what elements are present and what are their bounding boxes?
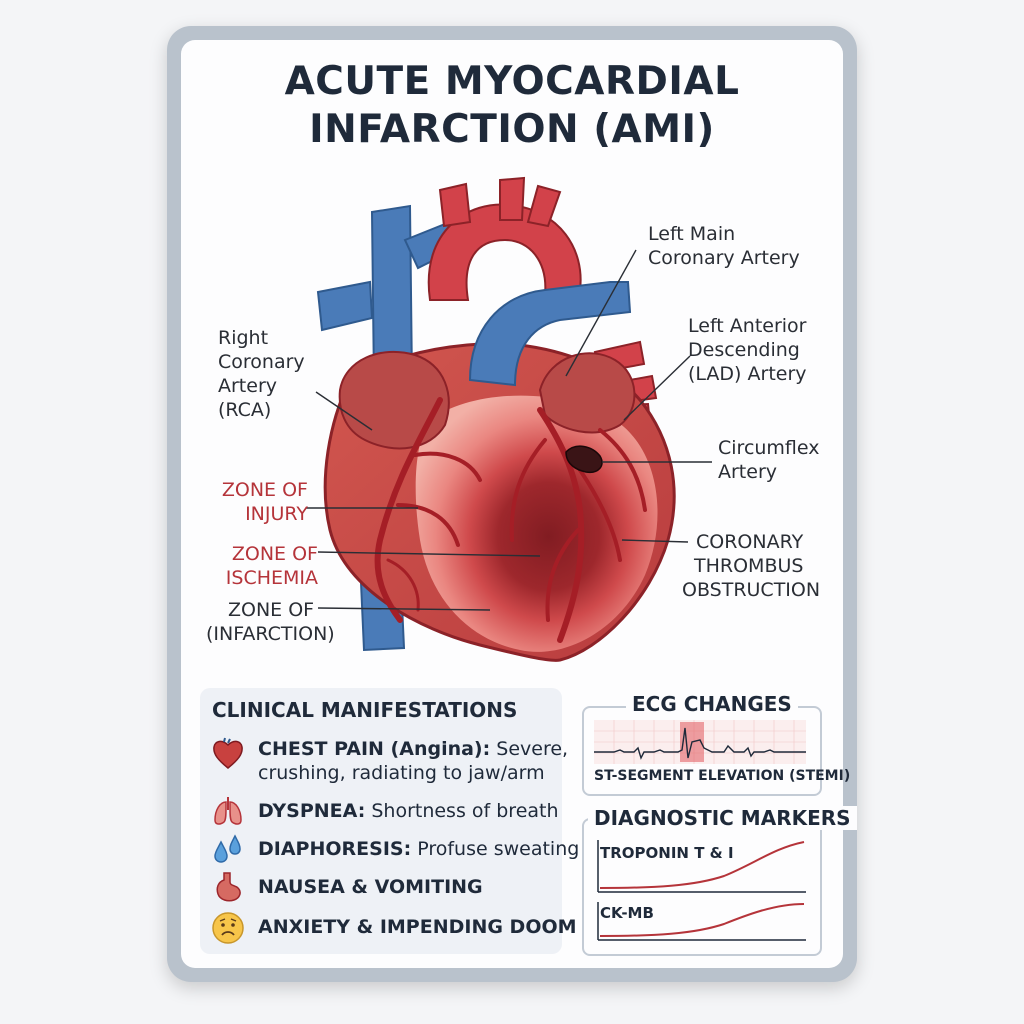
label-line: ZONE OF bbox=[228, 599, 315, 621]
diaphoresis-text: DIAPHORESIS: Profuse sweating bbox=[258, 836, 579, 862]
label-left-main-coronary: Left Main Coronary Artery bbox=[648, 222, 800, 270]
clinical-item-diaphoresis: DIAPHORESIS: Profuse sweating bbox=[210, 832, 579, 866]
label-zone-injury: ZONE OF INJURY bbox=[212, 478, 308, 526]
label-line: Circumflex bbox=[718, 437, 820, 459]
term: NAUSEA & VOMITING bbox=[258, 876, 483, 898]
desc: Profuse sweating bbox=[411, 838, 580, 860]
anxiety-text: ANXIETY & IMPENDING DOOM bbox=[258, 914, 577, 940]
title-line-1: ACUTE MYOCARDIAL bbox=[284, 59, 740, 104]
nausea-text: NAUSEA & VOMITING bbox=[258, 874, 483, 900]
label-circumflex: Circumflex Artery bbox=[718, 436, 820, 484]
label-thrombus: CORONARY THROMBUS OBSTRUCTION bbox=[682, 530, 820, 602]
coronary-thrombus bbox=[565, 445, 603, 474]
label-line: (RCA) bbox=[218, 399, 272, 421]
clinical-item-dyspnea: DYSPNEA: Shortness of breath bbox=[210, 794, 560, 828]
right-atrium bbox=[338, 350, 450, 450]
label-line: INJURY bbox=[245, 503, 308, 525]
ck-mb-curve bbox=[597, 902, 806, 941]
clinical-item-chest-pain: CHEST PAIN (Angina): Severe, crushing, r… bbox=[210, 736, 568, 792]
markers-heading: DIAGNOSTIC MARKERS bbox=[588, 806, 857, 830]
clinical-item-anxiety: ANXIETY & IMPENDING DOOM bbox=[210, 910, 577, 944]
term: CHEST PAIN (Angina): bbox=[258, 738, 491, 760]
page-title: ACUTE MYOCARDIAL INFARCTION (AMI) bbox=[181, 58, 843, 154]
label-zone-infarction: ZONE OF (INFARCTION) bbox=[206, 598, 335, 646]
title-line-2: INFARCTION (AMI) bbox=[309, 107, 715, 152]
chest-pain-text: CHEST PAIN (Angina): Severe, bbox=[258, 736, 568, 762]
desc: crushing, radiating to jaw/arm bbox=[258, 762, 545, 784]
troponin-label: TROPONIN T & I bbox=[600, 844, 734, 862]
label-line: THROMBUS bbox=[694, 555, 804, 577]
label-line: (INFARCTION) bbox=[206, 623, 335, 645]
label-line: ZONE OF bbox=[221, 479, 308, 501]
label-line: ISCHEMIA bbox=[225, 567, 318, 589]
ecg-heading: ECG CHANGES bbox=[626, 692, 798, 716]
label-rca: Right Coronary Artery (RCA) bbox=[218, 326, 305, 422]
dyspnea-text: DYSPNEA: Shortness of breath bbox=[258, 798, 559, 824]
coronary-arteries bbox=[374, 397, 647, 643]
clinical-heading: CLINICAL MANIFESTATIONS bbox=[212, 698, 518, 722]
label-lad: Left Anterior Descending (LAD) Artery bbox=[688, 314, 807, 386]
lungs-icon bbox=[214, 797, 242, 825]
label-line: Coronary Artery bbox=[648, 247, 800, 269]
troponin-curve bbox=[597, 840, 806, 893]
label-line: Artery bbox=[218, 375, 278, 397]
heart-icon bbox=[213, 737, 243, 769]
desc: Severe, bbox=[490, 738, 569, 760]
clinical-item-nausea: NAUSEA & VOMITING bbox=[210, 870, 560, 904]
label-line: OBSTRUCTION bbox=[682, 579, 821, 601]
label-line: Artery bbox=[718, 461, 778, 483]
term: DYSPNEA: bbox=[258, 800, 366, 822]
label-line: (LAD) Artery bbox=[688, 363, 807, 385]
aorta bbox=[427, 176, 582, 301]
stomach-icon bbox=[216, 872, 241, 902]
desc: Shortness of breath bbox=[365, 800, 559, 822]
label-line: ZONE OF bbox=[231, 543, 318, 565]
ecg-caption: ST-SEGMENT ELEVATION (STEMI) bbox=[594, 768, 851, 784]
clinical-manifestations-panel bbox=[200, 688, 562, 954]
term: DIAPHORESIS: bbox=[258, 838, 412, 860]
label-line: Coronary bbox=[218, 351, 305, 373]
term: ANXIETY & IMPENDING DOOM bbox=[258, 916, 577, 938]
ck-mb-label: CK-MB bbox=[600, 904, 654, 922]
left-atrium bbox=[538, 352, 636, 434]
label-line: CORONARY bbox=[696, 531, 804, 553]
leader-lines bbox=[306, 249, 712, 611]
chest-pain-text-line2: crushing, radiating to jaw/arm bbox=[258, 760, 545, 786]
worried-face-icon bbox=[212, 912, 244, 944]
label-line: Left Anterior bbox=[688, 315, 807, 337]
label-zone-ischemia: ZONE OF ISCHEMIA bbox=[212, 542, 318, 590]
label-line: Descending bbox=[688, 339, 800, 361]
label-line: Right bbox=[218, 327, 269, 349]
sweat-drops-icon bbox=[214, 834, 241, 863]
ecg-strip bbox=[594, 720, 806, 764]
label-line: Left Main bbox=[648, 223, 736, 245]
